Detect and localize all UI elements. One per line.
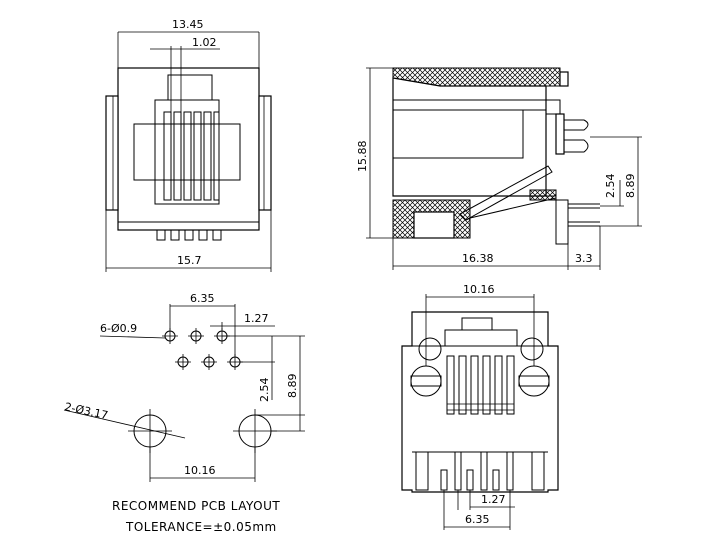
pcb-pin-holes — [162, 328, 243, 370]
pcb-post-offset-dim: 8.89 — [286, 374, 299, 399]
pcb-post-span-dim: 10.16 — [184, 464, 216, 477]
front-pitch-dim: 1.02 — [192, 36, 217, 49]
pcb-tolerance-note: TOLERANCE=±0.05mm — [125, 520, 277, 534]
pcb-pin-pitch-dim: 1.27 — [244, 312, 269, 325]
pcb-pin-hole-label: 6-Ø0.9 — [100, 322, 137, 335]
pcb-layout: 6.35 1.27 6-Ø0.9 2.54 8.89 2-Ø3.17 10.16… — [63, 292, 305, 534]
front-pins — [156, 229, 222, 241]
front-view: 13.45 1.02 15.7 — [105, 18, 272, 272]
front-contacts — [163, 111, 220, 201]
front-width-dim: 13.45 — [172, 18, 204, 31]
pcb-layout-title: RECOMMEND PCB LAYOUT — [112, 499, 280, 513]
pcb-post-holes — [128, 409, 277, 453]
side-post-offset-dim: 8.89 — [624, 174, 637, 199]
side-pin-length-dim: 3.3 — [575, 252, 593, 265]
pcb-row-offset-dim: 2.54 — [258, 378, 271, 403]
bottom-post-span-dim: 10.16 — [463, 283, 495, 296]
bottom-pin-pitch-dim: 1.27 — [481, 493, 506, 506]
side-view: 15.88 16.38 3.3 2.54 8.89 — [356, 67, 642, 270]
pcb-pin-span-dim: 6.35 — [190, 292, 215, 305]
side-height-dim: 15.88 — [356, 141, 369, 173]
front-bottom-width-dim: 15.7 — [177, 254, 202, 267]
side-row-offset-dim: 2.54 — [604, 174, 617, 199]
bottom-contact-slots — [446, 355, 515, 415]
side-depth-dim: 16.38 — [462, 252, 494, 265]
pcb-post-hole-label: 2-Ø3.17 — [63, 400, 109, 422]
bottom-pin-span-dim: 6.35 — [465, 513, 490, 526]
bottom-view: 10.16 1.27 6.35 — [401, 283, 559, 530]
